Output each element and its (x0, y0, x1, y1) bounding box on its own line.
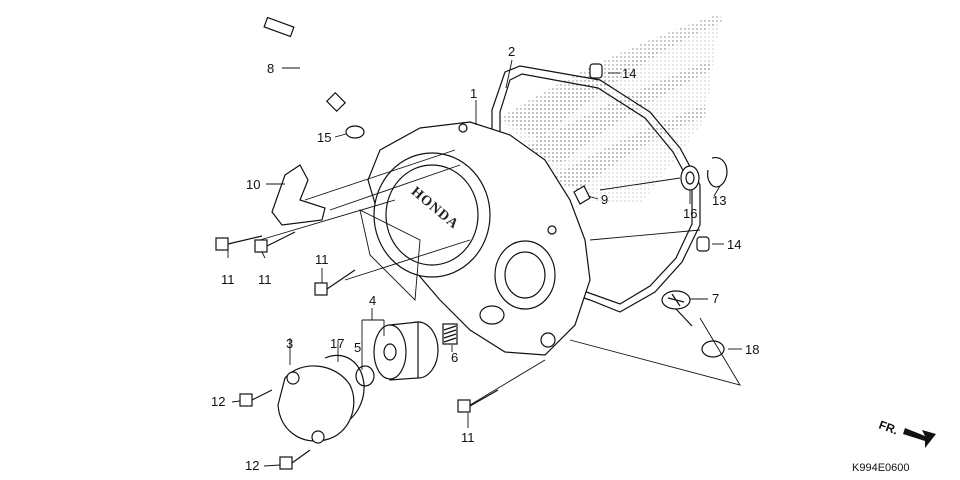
callout-5: 5 (354, 340, 361, 355)
callout-4: 4 (369, 293, 376, 308)
callout-11b: 11 (258, 272, 272, 287)
shaded-background (500, 14, 722, 205)
callout-13: 13 (712, 193, 726, 208)
oil-dipstick (263, 16, 347, 113)
bolt-12-upper (239, 389, 273, 407)
oil-filter (373, 321, 439, 381)
oil-filler-cap (661, 290, 693, 327)
callout-17: 17 (330, 336, 344, 351)
oil-seal (680, 165, 700, 191)
bolt-11-left (215, 235, 263, 251)
filler-cap-o-ring (701, 340, 725, 358)
callout-12b: 12 (245, 458, 259, 473)
callout-2: 2 (508, 44, 515, 59)
bolt-11-bottom (457, 389, 499, 413)
callout-18: 18 (745, 342, 759, 357)
callout-9: 9 (601, 192, 608, 207)
right-crankcase-cover: HONDA (367, 121, 591, 356)
circlip (707, 157, 728, 188)
bolt-11-mid (254, 231, 296, 253)
dipstick-seal (345, 125, 365, 139)
callout-14a: 14 (622, 66, 636, 81)
oil-filter-o-ring (355, 365, 375, 387)
callout-11d: 11 (461, 430, 475, 445)
dowel-pin-upper (589, 63, 603, 79)
callout-3: 3 (286, 336, 293, 351)
callout-10: 10 (246, 177, 260, 192)
filter-cover-gasket (324, 354, 365, 426)
callout-1: 1 (470, 86, 477, 101)
callout-16: 16 (683, 206, 697, 221)
callout-11c: 11 (315, 252, 329, 267)
callout-11a: 11 (221, 272, 235, 287)
front-direction-arrow: FR. (877, 418, 936, 448)
callout-7: 7 (712, 291, 719, 306)
callout-14b: 14 (727, 237, 741, 252)
filter-spring (442, 323, 458, 345)
bolt-12-lower (279, 449, 311, 470)
callout-15: 15 (317, 130, 331, 145)
svg-text:FR.: FR. (877, 418, 900, 438)
callout-labels: 1 2 3 4 5 6 7 8 9 10 11 11 11 11 12 12 1… (211, 44, 759, 473)
callout-12a: 12 (211, 394, 225, 409)
cover-bracket (271, 164, 326, 226)
oil-filter-cover (277, 365, 355, 444)
inspection-pin (573, 185, 591, 205)
dowel-pin-lower (696, 236, 710, 252)
bolt-11-lower (314, 269, 356, 296)
callout-8: 8 (267, 61, 274, 76)
leader-lines (227, 59, 742, 467)
diagram-code: K994E0600 (852, 462, 910, 474)
callout-6: 6 (451, 350, 458, 365)
